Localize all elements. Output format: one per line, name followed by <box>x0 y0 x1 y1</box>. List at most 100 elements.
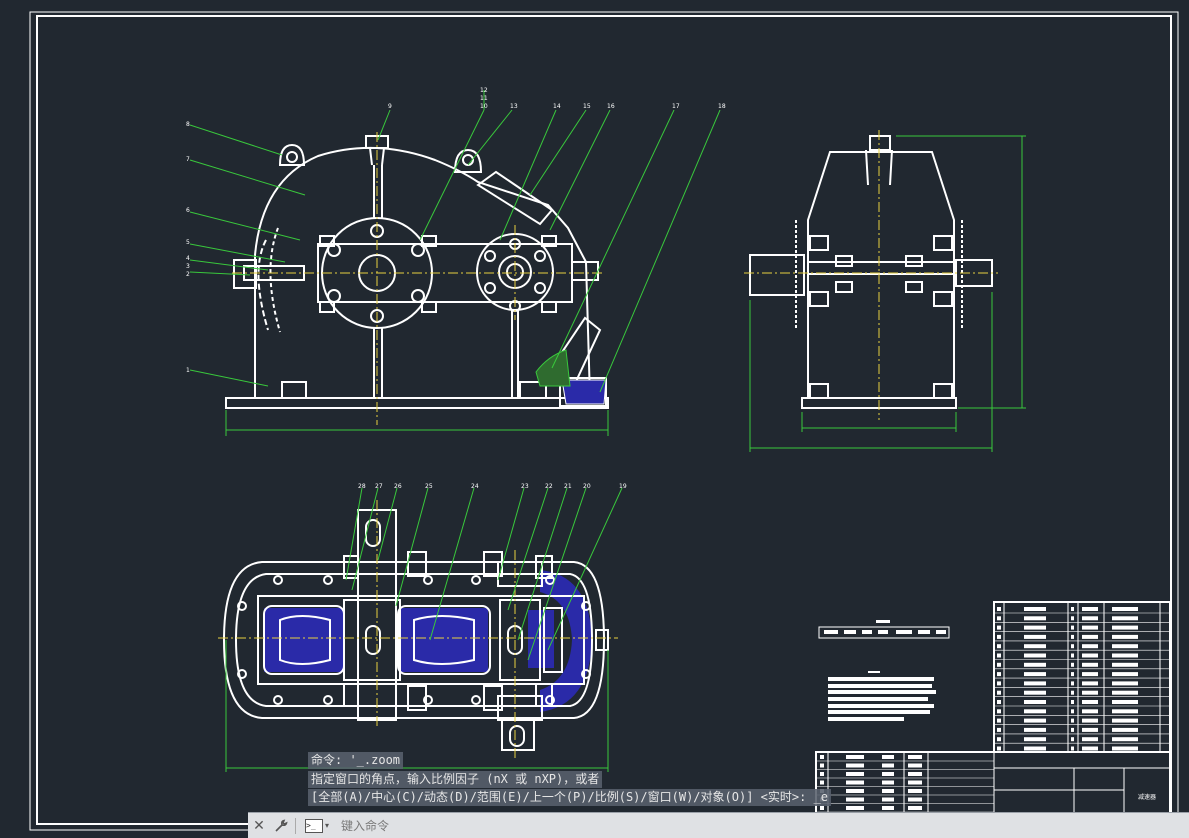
front-view-hatch <box>535 349 607 405</box>
parts-list-cell <box>1071 644 1074 649</box>
parts-list-cell <box>1071 672 1074 677</box>
parts-list-cell <box>1024 653 1046 658</box>
front-view-leaders <box>189 90 721 393</box>
part-number-label: 12 <box>480 87 488 94</box>
command-history-line: 指定窗口的角点，输入比例因子 (nX 或 nXP)，或者 <box>308 770 603 788</box>
side-view-dimensions <box>749 135 1026 452</box>
parts-list-cell <box>1071 709 1074 714</box>
part-number-label: 10 <box>480 103 488 110</box>
parts-list-cell <box>1112 681 1138 686</box>
parts-list-cell <box>997 672 1001 677</box>
parts-list-cell <box>1112 644 1138 649</box>
parts-list-cell <box>1024 727 1046 732</box>
parts-list-cell <box>1024 700 1046 704</box>
part-number-label: 7 <box>186 156 190 163</box>
parts-list-cell <box>1024 662 1046 667</box>
part-number-label: 27 <box>375 483 383 490</box>
title-block-cell <box>820 806 824 810</box>
title-block-rows <box>816 755 994 821</box>
parts-list-cell <box>997 690 1001 695</box>
part-number-label: 9 <box>388 103 392 110</box>
parts-list-cell <box>1071 625 1074 630</box>
parts-list-cell <box>1082 718 1098 723</box>
parts-list-cell <box>1082 616 1098 621</box>
side-view-centerlines <box>744 130 998 420</box>
parts-list-cell <box>1024 746 1046 751</box>
parts-list-cell <box>1082 690 1098 695</box>
command-input[interactable] <box>339 817 1189 834</box>
title-block-cell <box>846 780 864 785</box>
parts-list-cell <box>1082 681 1098 686</box>
title-block-cell <box>846 763 864 768</box>
part-number-label: 1 <box>186 367 190 374</box>
parts-list-cell <box>997 737 1001 742</box>
parts-list-cell <box>997 727 1001 732</box>
parts-list-cell <box>1082 700 1098 704</box>
title-block-cell <box>846 806 864 810</box>
parts-list-cell <box>1112 607 1138 611</box>
parts-list-cell <box>1082 625 1098 630</box>
title-block-cell <box>882 763 894 768</box>
part-number-label: 22 <box>545 483 553 490</box>
part-number-label: 28 <box>358 483 366 490</box>
technical-notes <box>818 620 950 721</box>
parts-list-cell <box>1071 616 1074 621</box>
part-number-label: 11 <box>480 95 488 102</box>
parts-list-cell <box>1082 746 1098 751</box>
parts-list-cell <box>1024 718 1046 723</box>
parts-list-cell <box>997 700 1001 704</box>
parts-list-cell <box>1112 616 1138 621</box>
title-block-name: 减速器 <box>1138 793 1156 801</box>
parts-list-cell <box>1024 634 1046 639</box>
parts-list-cell <box>1112 709 1138 714</box>
part-number-label: 17 <box>672 103 680 110</box>
parts-list-cell <box>1112 690 1138 695</box>
title-block-cell <box>908 806 922 810</box>
parts-list-cell <box>997 718 1001 723</box>
parts-list-cell <box>1112 718 1138 723</box>
part-number-label: 14 <box>553 103 561 110</box>
wrench-icon[interactable] <box>270 815 292 837</box>
title-block-cell <box>820 780 824 785</box>
parts-list-cell <box>1024 690 1046 695</box>
command-history: 命令: '_.zoom 指定窗口的角点，输入比例因子 (nX 或 nXP)，或者… <box>308 752 831 808</box>
title-block-cell <box>820 755 824 759</box>
parts-list-cell <box>997 746 1001 751</box>
parts-list-cell <box>1082 672 1098 677</box>
part-number-label: 5 <box>186 239 190 246</box>
parts-list-cell <box>1112 634 1138 639</box>
title-block-cell <box>846 789 864 793</box>
drawing-outer-border <box>29 11 1179 831</box>
title-block-cell <box>846 797 864 802</box>
plan-view-hatch <box>264 570 592 712</box>
part-number-label: 25 <box>425 483 433 490</box>
title-block-cell <box>820 772 824 776</box>
parts-list-cell <box>1082 709 1098 714</box>
parts-list-cell <box>1112 700 1138 704</box>
title-block-cell <box>908 763 922 768</box>
close-icon[interactable]: ✕ <box>253 817 265 834</box>
parts-list-cell <box>1112 653 1138 658</box>
toolbar-separator <box>295 817 296 834</box>
parts-list-cell <box>1082 653 1098 658</box>
part-number-label: 24 <box>471 483 479 490</box>
part-number-label: 26 <box>394 483 402 490</box>
command-prompt-icon[interactable]: >_▾ <box>305 818 329 833</box>
parts-list-cell <box>1024 737 1046 742</box>
parts-list-cell <box>1112 662 1138 667</box>
front-view-dimension <box>225 410 609 436</box>
parts-list-cell <box>997 644 1001 649</box>
command-bar: ✕ >_▾ <box>248 812 1189 838</box>
parts-list-cell <box>1112 625 1138 630</box>
title-block-cell <box>882 780 894 785</box>
parts-list-cell <box>1071 690 1074 695</box>
parts-list-cell <box>1071 653 1074 658</box>
part-number-label: 15 <box>583 103 591 110</box>
parts-list-cell <box>1071 727 1074 732</box>
title-block-cell <box>846 772 864 776</box>
title-block-cell <box>820 763 824 768</box>
parts-list-rows <box>994 607 1170 753</box>
parts-list-cell <box>1082 634 1098 639</box>
parts-list-cell <box>1071 662 1074 667</box>
